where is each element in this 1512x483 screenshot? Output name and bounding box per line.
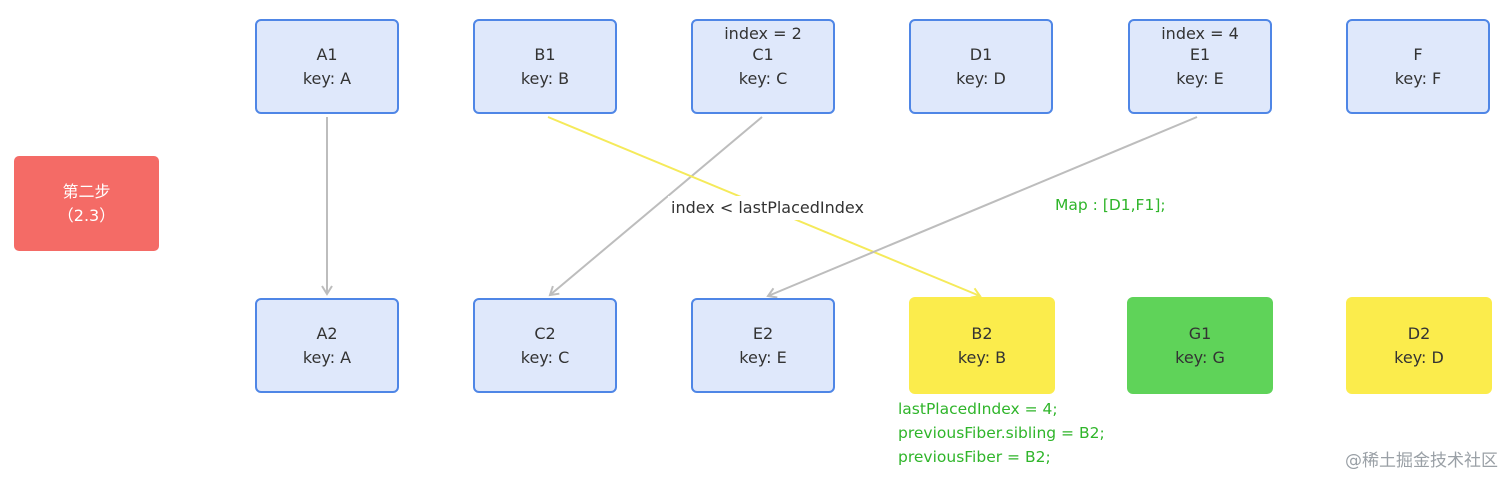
step-subtitle: （2.3） — [57, 205, 116, 225]
node-key: key: C — [520, 347, 570, 367]
node-name: F — [1413, 44, 1423, 64]
node-key: key: B — [957, 347, 1007, 367]
node-key: key: E — [1176, 68, 1224, 88]
new-fiber-b2: B2 key: B — [909, 297, 1055, 394]
node-name: E1 — [1189, 44, 1211, 64]
node-name: A1 — [316, 44, 338, 64]
node-key: key: A — [302, 68, 352, 88]
node-name: A2 — [316, 323, 338, 343]
node-key: key: G — [1175, 347, 1225, 367]
node-name: B1 — [534, 44, 556, 64]
node-index: index = 2 — [724, 24, 802, 43]
node-index: index = 4 — [1161, 24, 1239, 43]
old-fiber-f: F key: F — [1346, 19, 1490, 114]
note-last-placed-index: lastPlacedIndex = 4; — [898, 400, 1058, 418]
step-title: 第二步 — [62, 181, 111, 201]
old-fiber-a1: A1 key: A — [255, 19, 399, 114]
node-name: D2 — [1407, 323, 1431, 343]
old-fiber-d1: D1 key: D — [909, 19, 1053, 114]
node-name: D1 — [969, 44, 993, 64]
node-name: G1 — [1188, 323, 1212, 343]
old-fiber-b1: B1 key: B — [473, 19, 617, 114]
step-label: 第二步 （2.3） — [14, 156, 159, 251]
node-name: E2 — [752, 323, 774, 343]
watermark: @稀土掘金技术社区 — [1345, 451, 1498, 471]
edge-e1-e2 — [766, 116, 1198, 299]
node-name: C2 — [534, 323, 556, 343]
comparison-label: index < lastPlacedIndex — [668, 196, 867, 220]
old-fiber-c1: index = 2 C1 key: C — [691, 19, 835, 114]
node-key: key: A — [302, 347, 352, 367]
new-fiber-d2: D2 key: D — [1346, 297, 1492, 394]
note-previous-fiber-sibling: previousFiber.sibling = B2; — [898, 424, 1105, 442]
new-fiber-g1: G1 key: G — [1127, 297, 1273, 394]
node-key: key: D — [1394, 347, 1444, 367]
edge-c1-c2 — [548, 116, 763, 297]
node-name: C1 — [752, 44, 774, 64]
node-key: key: D — [956, 68, 1006, 88]
map-label: Map : [D1,F1]; — [1055, 196, 1166, 214]
new-fiber-c2: C2 key: C — [473, 298, 617, 393]
node-key: key: C — [738, 68, 788, 88]
node-name: B2 — [971, 323, 993, 343]
old-fiber-e1: index = 4 E1 key: E — [1128, 19, 1272, 114]
node-key: key: B — [520, 68, 570, 88]
node-key: key: F — [1394, 68, 1442, 88]
node-key: key: E — [739, 347, 787, 367]
new-fiber-a2: A2 key: A — [255, 298, 399, 393]
note-previous-fiber: previousFiber = B2; — [898, 448, 1051, 466]
new-fiber-e2: E2 key: E — [691, 298, 835, 393]
